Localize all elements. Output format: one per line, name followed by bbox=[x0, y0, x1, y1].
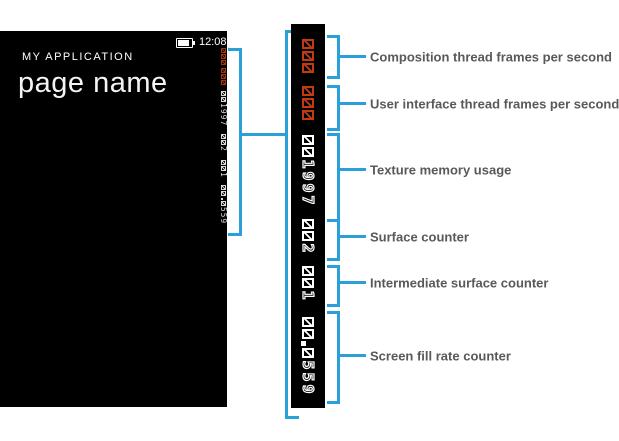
digit: 9 bbox=[298, 384, 317, 394]
zero-digit bbox=[221, 200, 226, 206]
group-bracket-ui-fps bbox=[327, 85, 340, 131]
label-fill-rate: Screen fill rate counter bbox=[370, 348, 511, 364]
zero-digit bbox=[221, 191, 226, 197]
zero-digit bbox=[302, 98, 314, 108]
zero-digit bbox=[302, 39, 314, 49]
callout-line-ui-fps bbox=[337, 102, 366, 105]
decimal-point bbox=[301, 341, 306, 346]
digit: 1 bbox=[298, 290, 317, 300]
label-ui-fps: User interface thread frames per second bbox=[370, 96, 619, 112]
zero-digit bbox=[302, 348, 314, 358]
digit: 7 bbox=[219, 120, 228, 126]
zero-digit bbox=[302, 278, 314, 288]
callout-line-texture-memory bbox=[337, 168, 366, 171]
callout-line-fill-rate bbox=[337, 354, 366, 357]
callout-line-intermediate-surface bbox=[337, 281, 366, 284]
zero-digit bbox=[221, 134, 226, 140]
callout-line-surface bbox=[337, 235, 366, 238]
zero-digit bbox=[221, 160, 226, 166]
status-time: 12:08 bbox=[199, 36, 227, 48]
zero-digit bbox=[302, 329, 314, 339]
zero-digit bbox=[302, 51, 314, 61]
digit: 7 bbox=[298, 195, 317, 205]
page-title: page name bbox=[18, 67, 168, 99]
zero-digit bbox=[221, 140, 226, 146]
battery-nub bbox=[193, 41, 195, 45]
zero-digit bbox=[302, 266, 314, 276]
group-bracket-surface bbox=[327, 219, 340, 261]
digit: 2 bbox=[219, 146, 228, 151]
zero-digit bbox=[302, 317, 314, 327]
label-texture-memory: Texture memory usage bbox=[370, 162, 512, 178]
app-title: MY APPLICATION bbox=[22, 51, 134, 63]
digit: 9 bbox=[298, 183, 317, 193]
counter-surface: 2 bbox=[298, 218, 318, 254]
group-bracket-fill-rate bbox=[327, 311, 340, 404]
digit: 5 bbox=[298, 360, 317, 370]
zero-digit bbox=[221, 59, 226, 65]
phone-screen: 12:08 MY APPLICATION page name bbox=[0, 31, 227, 407]
zoom-connector-line bbox=[239, 133, 286, 136]
group-bracket-texture-memory bbox=[327, 133, 340, 222]
zero-digit bbox=[221, 54, 226, 60]
phone-edge-bracket bbox=[228, 48, 242, 236]
zero-digit bbox=[221, 79, 226, 85]
mini-counter-ui-fps bbox=[220, 68, 227, 85]
digit: 2 bbox=[298, 243, 317, 253]
label-surface: Surface counter bbox=[370, 229, 469, 245]
decimal-point bbox=[221, 197, 223, 200]
zero-digit bbox=[221, 68, 226, 74]
zero-digit bbox=[302, 63, 314, 73]
zero-digit bbox=[221, 97, 226, 103]
counter-intermediate-surface: 1 bbox=[298, 265, 318, 301]
zero-digit bbox=[302, 231, 314, 241]
digit: 1 bbox=[298, 159, 317, 169]
counter-composition-fps bbox=[300, 38, 316, 74]
battery-icon bbox=[176, 38, 195, 48]
zero-digit bbox=[302, 135, 314, 145]
battery-fill bbox=[178, 40, 189, 46]
counter-fill-rate: 5 5 9 bbox=[298, 316, 318, 395]
zero-digit bbox=[221, 74, 226, 80]
digit: 9 bbox=[219, 218, 228, 224]
zero-digit bbox=[221, 185, 226, 191]
digit: 9 bbox=[298, 171, 317, 181]
mini-counter-surface: 2 bbox=[219, 134, 228, 151]
group-bracket-intermediate-surface bbox=[327, 265, 340, 307]
label-composition-fps: Composition thread frames per second bbox=[370, 49, 612, 65]
digit: 5 bbox=[298, 372, 317, 382]
zero-digit bbox=[302, 86, 314, 96]
zero-digit bbox=[302, 219, 314, 229]
zero-digit bbox=[302, 147, 314, 157]
zero-digit bbox=[221, 166, 226, 172]
mini-counter-intermediate-surface: 1 bbox=[219, 160, 228, 177]
callout-line-composition-fps bbox=[337, 55, 366, 58]
label-intermediate-surface: Intermediate surface counter bbox=[370, 275, 549, 291]
mini-counter-composition-fps bbox=[220, 48, 227, 65]
zero-digit bbox=[221, 91, 226, 97]
zero-digit bbox=[302, 110, 314, 120]
digit: 1 bbox=[219, 172, 228, 177]
zero-digit bbox=[221, 48, 226, 54]
counter-ui-fps bbox=[300, 85, 316, 121]
